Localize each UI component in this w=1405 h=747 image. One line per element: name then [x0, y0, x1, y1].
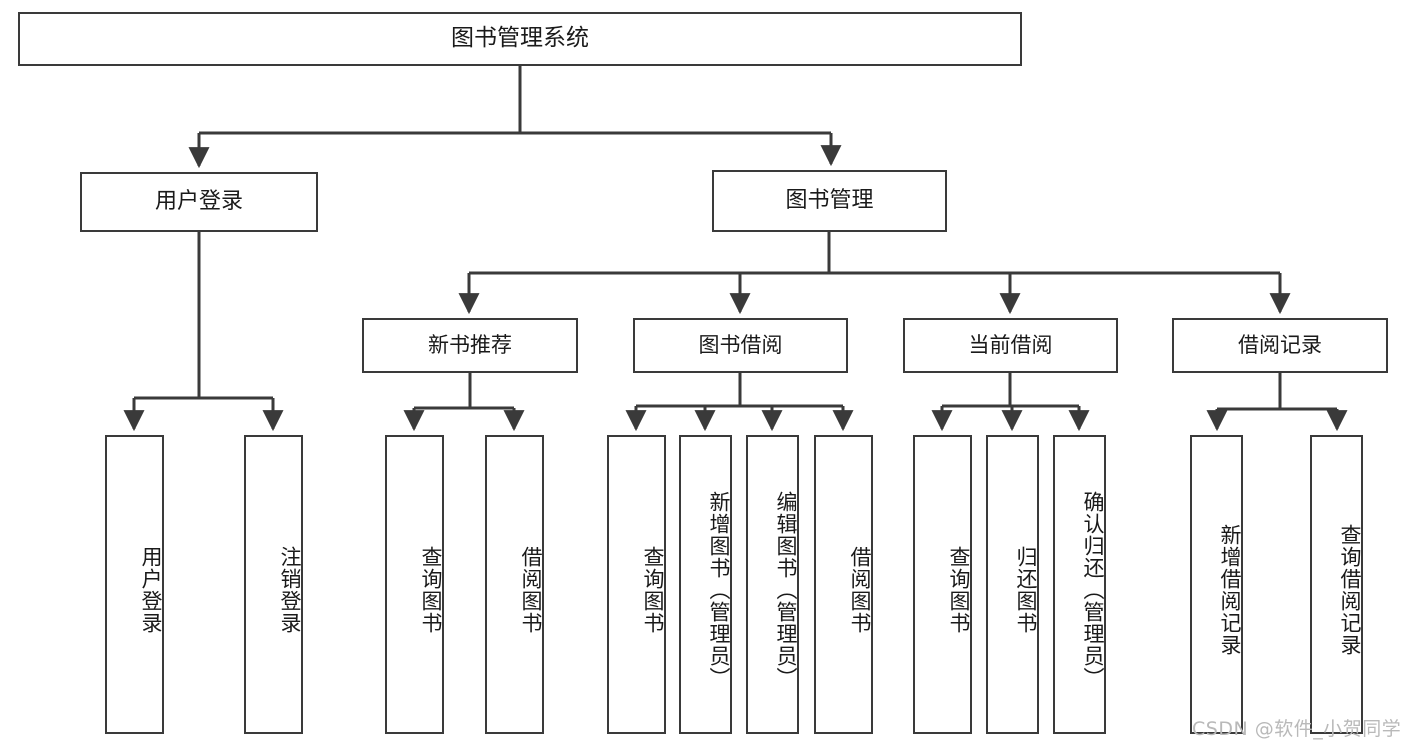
- leaf-return-book[interactable]: 归还图书: [986, 435, 1039, 734]
- leaf-add-book-admin[interactable]: 新增图书（管理员）: [679, 435, 732, 734]
- leaf-confirm-return-admin[interactable]: 确认归还（管理员）: [1053, 435, 1106, 734]
- leaf-query-book-newbook[interactable]: 查询图书: [385, 435, 444, 734]
- leaf-borrow-book[interactable]: 借阅图书: [814, 435, 873, 734]
- node-root-system[interactable]: 图书管理系统: [18, 12, 1022, 66]
- node-current-borrow[interactable]: 当前借阅: [903, 318, 1118, 373]
- csdn-watermark: CSDN @软件_小贺同学: [1192, 718, 1402, 740]
- leaf-query-book-borrow[interactable]: 查询图书: [607, 435, 666, 734]
- leaf-add-borrow-record[interactable]: 新增借阅记录: [1190, 435, 1243, 734]
- node-borrow-records[interactable]: 借阅记录: [1172, 318, 1388, 373]
- node-book-borrow[interactable]: 图书借阅: [633, 318, 848, 373]
- leaf-logout-login[interactable]: 注销登录: [244, 435, 303, 734]
- leaf-edit-book-admin[interactable]: 编辑图书（管理员）: [746, 435, 799, 734]
- leaf-query-book-current[interactable]: 查询图书: [913, 435, 972, 734]
- node-book-management[interactable]: 图书管理: [712, 170, 947, 232]
- leaf-query-borrow-record[interactable]: 查询借阅记录: [1310, 435, 1363, 734]
- node-user-login[interactable]: 用户登录: [80, 172, 318, 232]
- leaf-user-login[interactable]: 用户登录: [105, 435, 164, 734]
- leaf-borrow-book-newbook[interactable]: 借阅图书: [485, 435, 544, 734]
- node-new-book-recommend[interactable]: 新书推荐: [362, 318, 578, 373]
